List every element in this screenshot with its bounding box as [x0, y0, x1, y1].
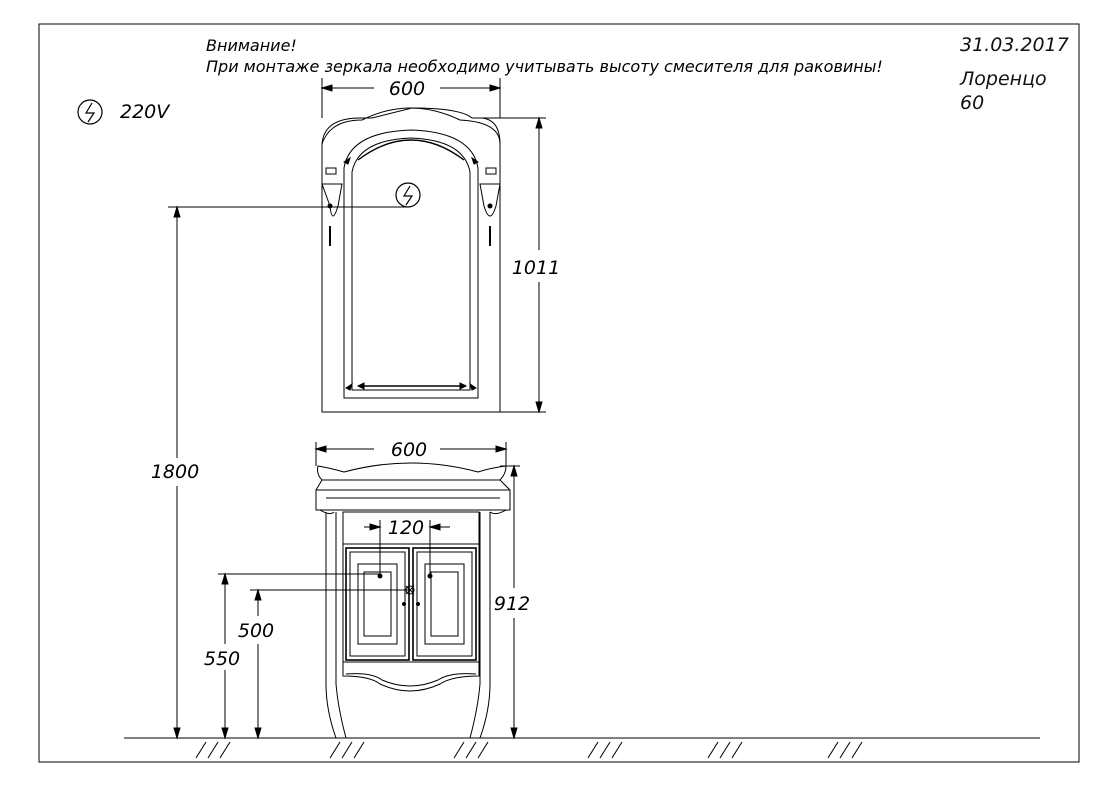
mirror-width-label: 600: [389, 78, 425, 100]
cabinet-height-label: 912: [494, 593, 530, 615]
pipe-spacing-dimension: [364, 520, 450, 576]
left-sconce: [321, 183, 343, 246]
model-name: Лоренцо: [960, 68, 1047, 90]
mirror-height-label: 1011: [512, 257, 560, 279]
drain-height-label: 500: [238, 620, 274, 642]
drawing-frame: [38, 23, 1080, 763]
drain-height-dimension: [250, 588, 410, 740]
outlet-height-dimension: [168, 205, 408, 740]
floor-line: [124, 737, 1040, 759]
vanity-cabinet: [315, 462, 511, 739]
right-sconce: [479, 183, 501, 246]
outlet-height-label: 1800: [151, 461, 199, 483]
warning-text: При монтаже зеркала необходимо учитывать…: [206, 57, 883, 76]
cabinet-width-dimension: [314, 442, 508, 466]
outlet-lightning-icon: [395, 182, 421, 208]
drawing-date: 31.03.2017: [960, 34, 1069, 56]
cabinet-height-dimension: [500, 464, 520, 740]
supply-height-label: 550: [204, 648, 240, 670]
mirror-outline: [321, 107, 501, 413]
pipe-spacing-label: 120: [388, 517, 424, 539]
model-size: 60: [960, 92, 985, 114]
lightning-bolt-icon: [77, 99, 103, 125]
power-label: 220V: [120, 101, 170, 123]
mirror-width-dimension: [320, 78, 502, 118]
cabinet-width-label: 600: [391, 439, 427, 461]
warning-title: Внимание!: [206, 36, 297, 55]
supply-height-dimension: [218, 572, 380, 740]
mirror-height-dimension: [480, 116, 546, 414]
